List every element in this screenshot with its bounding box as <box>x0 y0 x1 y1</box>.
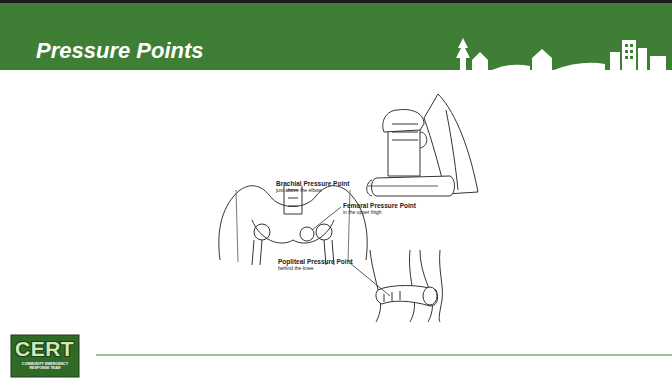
knee-illustration <box>370 250 442 322</box>
arm-illustration <box>367 94 478 196</box>
leader-line <box>312 207 341 230</box>
top-border <box>0 0 672 3</box>
point-note: behind the knee <box>278 266 314 272</box>
point-name: Popliteal Pressure Point <box>278 258 353 265</box>
logo-subtitle: COMMUNITY EMERGENCY RESPONSE TEAM <box>12 362 78 370</box>
logo-wordmark: CERT <box>15 338 74 359</box>
skyline-windows <box>625 44 633 59</box>
logo-badge <box>11 335 79 377</box>
footer-rule <box>96 355 672 356</box>
pelvis-illustration <box>219 186 367 265</box>
skyline-icon <box>456 38 666 70</box>
header-band <box>0 3 672 70</box>
point-name: Femoral Pressure Point <box>343 202 416 209</box>
leader-line <box>350 263 390 296</box>
point-note: in the upper thigh <box>343 210 382 216</box>
point-name: Brachial Pressure Point <box>276 180 349 187</box>
point-note: just above the elbow <box>276 188 322 194</box>
leader-line <box>368 186 438 187</box>
slide-title: Pressure Points <box>36 38 204 64</box>
